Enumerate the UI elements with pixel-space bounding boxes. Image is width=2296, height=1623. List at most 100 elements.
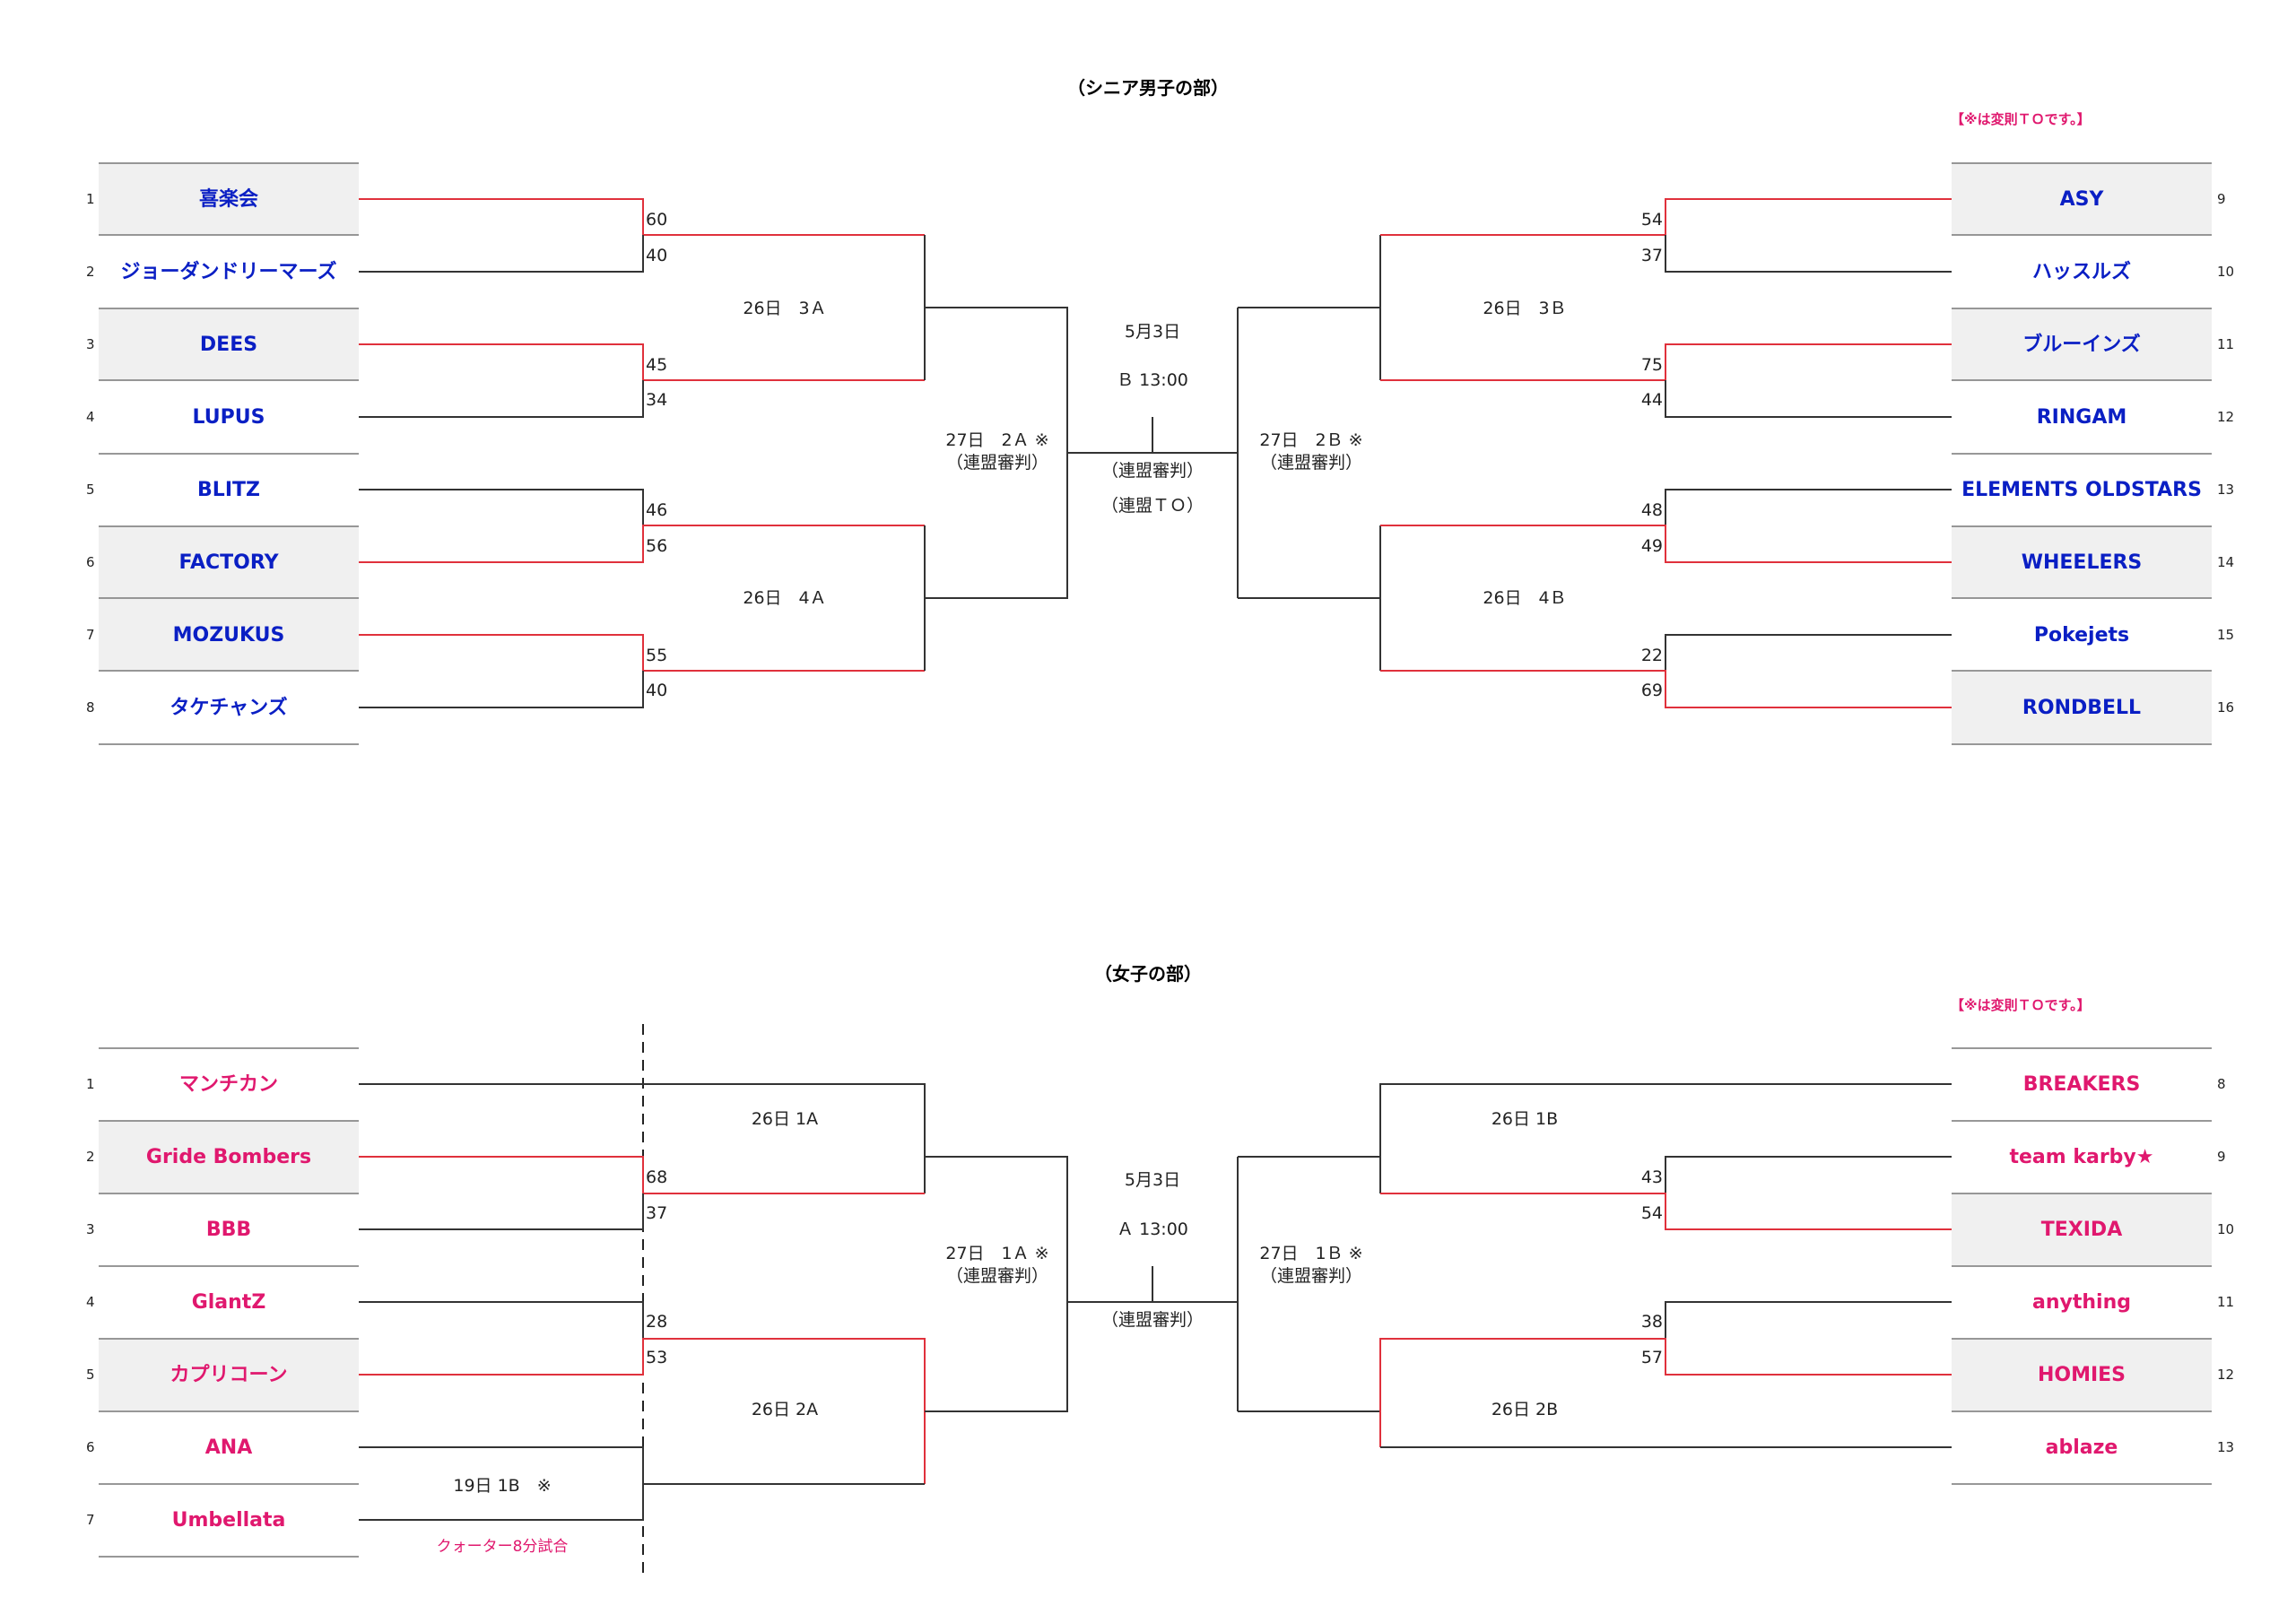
team-highlight xyxy=(1952,1339,2212,1410)
final-date: 5月3日 xyxy=(1125,322,1180,342)
seed-number: 15 xyxy=(2217,627,2234,643)
score: 53 xyxy=(646,1348,667,1367)
score: 49 xyxy=(1641,536,1663,556)
seed-number: 13 xyxy=(2217,482,2234,498)
seed-number: 2 xyxy=(86,1149,95,1165)
match-label: 26日 3Ａ xyxy=(743,299,826,318)
seed-number: 1 xyxy=(86,191,95,207)
score: 40 xyxy=(646,246,667,265)
referee-note: （連盟審判） xyxy=(1101,461,1204,481)
match-label: 26日 4Ｂ xyxy=(1483,588,1566,608)
match-label: 27日 1Ａ ※ xyxy=(945,1244,1048,1263)
score: 48 xyxy=(1641,500,1663,520)
team-name: 喜楽会 xyxy=(199,187,258,211)
senior-left-teams: 喜楽会 ジョーダンドリーマーズ DEES LUPUS BLITZ FACTORY… xyxy=(86,162,359,745)
match-label: 26日 2A xyxy=(752,1400,818,1419)
team-name: ジョーダンドリーマーズ xyxy=(121,260,337,283)
senior-right-teams: ASY ハッスルズ ブルーインズ RINGAM ELEMENTS OLDSTAR… xyxy=(1952,162,2234,745)
seed-number: 3 xyxy=(86,1221,95,1237)
referee-note: （連盟審判） xyxy=(946,1266,1048,1286)
seed-number: 7 xyxy=(86,627,95,643)
team-highlight xyxy=(99,526,359,598)
score: 54 xyxy=(1641,1203,1663,1223)
seed-number: 5 xyxy=(86,1367,95,1383)
final-time: Ａ 13:00 xyxy=(1117,1219,1188,1239)
seed-number: 12 xyxy=(2217,409,2234,425)
team-highlight xyxy=(1952,308,2212,380)
seed-number: 10 xyxy=(2217,1221,2234,1237)
seed-number: 4 xyxy=(86,1294,95,1310)
seed-number: 8 xyxy=(2217,1076,2226,1092)
match-label: 26日 1B xyxy=(1492,1109,1558,1129)
senior-bracket-lines xyxy=(359,198,1952,708)
score: 69 xyxy=(1641,681,1663,700)
seed-number: 6 xyxy=(86,554,95,570)
women-title: （女子の部） xyxy=(1094,963,1202,985)
seed-number: 12 xyxy=(2217,1367,2234,1383)
seed-number: 13 xyxy=(2217,1439,2234,1455)
seed-number: 11 xyxy=(2217,336,2234,352)
women-right-teams: BREAKERS team karby★ TEXIDA anything HOM… xyxy=(1952,1047,2234,1485)
score: 68 xyxy=(646,1167,667,1187)
team-highlight xyxy=(99,308,359,380)
team-name: DEES xyxy=(200,334,257,356)
women-bracket-lines xyxy=(359,1024,1952,1578)
score: 38 xyxy=(1641,1312,1663,1332)
match-label: 26日 3Ｂ xyxy=(1483,299,1566,318)
match-label: 26日 1A xyxy=(752,1109,818,1129)
score: 34 xyxy=(646,390,667,410)
seed-number: 16 xyxy=(2217,699,2234,716)
team-name: Umbellata xyxy=(172,1509,286,1532)
team-name: GlantZ xyxy=(192,1291,266,1314)
score: 45 xyxy=(646,355,667,375)
to-note: （連盟ＴＯ） xyxy=(1101,496,1204,516)
match-label: 26日 2B xyxy=(1492,1400,1558,1419)
team-highlight xyxy=(99,163,359,235)
team-highlight xyxy=(1952,1193,2212,1265)
seed-number: 3 xyxy=(86,336,95,352)
match-label: 19日 1B ※ xyxy=(453,1476,551,1496)
women-bracket: （女子の部） 【※は変則ＴＯです。】 マンチカン Gride Bombers B… xyxy=(86,963,2234,1578)
women-left-teams: マンチカン Gride Bombers BBB GlantZ カプリコーン AN… xyxy=(86,1047,359,1558)
seed-number: 5 xyxy=(86,482,95,498)
score: 37 xyxy=(646,1203,667,1223)
women-note: 【※は変則ＴＯです。】 xyxy=(1951,997,2091,1013)
team-name: Pokejets xyxy=(2034,624,2129,647)
team-name: anything xyxy=(2032,1291,2131,1314)
team-name: team karby★ xyxy=(2009,1146,2153,1168)
team-name: マンチカン xyxy=(179,1073,278,1096)
score: 75 xyxy=(1641,355,1663,375)
match-label: 27日 2Ａ ※ xyxy=(945,430,1048,450)
seed-number: 14 xyxy=(2217,554,2234,570)
match-label: 26日 4Ａ xyxy=(743,588,826,608)
score: 56 xyxy=(646,536,667,556)
score: 28 xyxy=(646,1312,667,1332)
seed-number: 11 xyxy=(2217,1294,2234,1310)
senior-bracket: （シニア男子の部） 【※は変則ＴＯです。】 喜楽会 ジョーダンドリーマーズ DE… xyxy=(86,77,2234,745)
match-label: 27日 2Ｂ ※ xyxy=(1259,430,1362,450)
team-name: LUPUS xyxy=(193,406,265,429)
score: 54 xyxy=(1641,210,1663,230)
referee-note: （連盟審判） xyxy=(1260,1266,1362,1286)
score: 55 xyxy=(646,646,667,665)
team-name: WHEELERS xyxy=(2022,551,2143,574)
final-time: Ｂ 13:00 xyxy=(1117,370,1188,390)
team-name: RONDBELL xyxy=(2022,697,2141,719)
team-name: ANA xyxy=(205,1436,252,1459)
score: 44 xyxy=(1641,390,1663,410)
team-name: ハッスルズ xyxy=(2032,260,2131,283)
team-name: BLITZ xyxy=(197,479,260,501)
team-highlight xyxy=(99,1339,359,1410)
match-label: 27日 1Ｂ ※ xyxy=(1259,1244,1362,1263)
team-highlight xyxy=(99,1121,359,1193)
team-name: ELEMENTS OLDSTARS xyxy=(1961,479,2202,501)
team-name: TEXIDA xyxy=(2041,1219,2122,1241)
score: 37 xyxy=(1641,246,1663,265)
team-name: Gride Bombers xyxy=(146,1146,311,1168)
team-name: RINGAM xyxy=(2037,406,2127,429)
team-name: ablaze xyxy=(2046,1436,2118,1459)
team-name: FACTORY xyxy=(178,551,279,574)
team-name: ASY xyxy=(2060,188,2105,211)
seed-number: 6 xyxy=(86,1439,95,1455)
